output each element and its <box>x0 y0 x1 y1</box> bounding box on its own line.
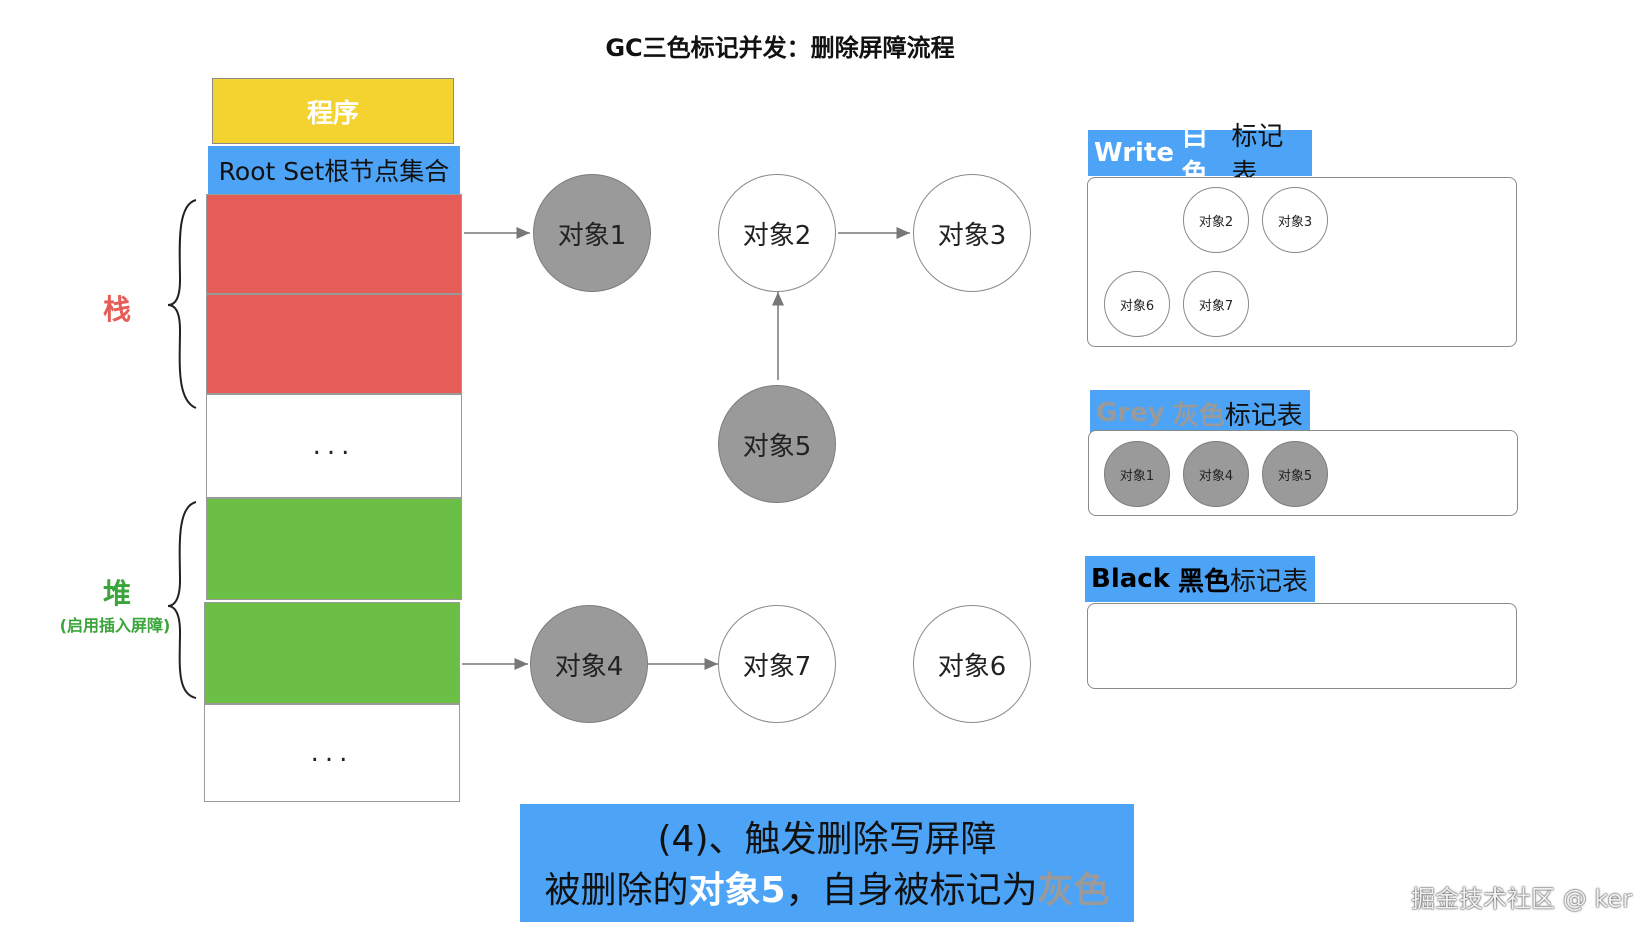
node-obj4: 对象4 <box>530 605 648 723</box>
grey-item-obj5: 对象5 <box>1262 441 1328 507</box>
node-obj7: 对象7 <box>718 605 836 723</box>
program-box: 程序 <box>212 78 454 144</box>
black-table-title-en: Black <box>1091 564 1170 594</box>
caption-line1: (4)、触发删除写屏障 <box>657 819 997 860</box>
grey-item-obj4: 对象4 <box>1183 441 1249 507</box>
white-item-obj3: 对象3 <box>1262 187 1328 253</box>
rootset-box: Root Set根节点集合 <box>208 146 460 194</box>
stack-cell-1 <box>206 194 462 294</box>
node-obj2: 对象2 <box>718 174 836 292</box>
grey-table-title-en: Grey <box>1096 398 1165 428</box>
stack-cell-ellipsis: ... <box>206 394 462 498</box>
node-obj3: 对象3 <box>913 174 1031 292</box>
white-table-header: Write 白色 标记表 <box>1088 122 1312 189</box>
heap-label: 堆 <box>102 577 131 610</box>
heap-cell-1 <box>206 498 462 600</box>
node-obj5: 对象5 <box>718 385 836 503</box>
caption-mid: ，自身被标记为 <box>785 870 1038 911</box>
white-table-title-suffix: 标记表 <box>1231 122 1284 189</box>
white-table-title-en: Write <box>1094 138 1175 168</box>
black-table-title-suffix: 标记表 <box>1230 566 1309 597</box>
grey-table-header: Grey 灰色 标记表 <box>1090 390 1310 436</box>
stack-label: 栈 <box>102 293 131 326</box>
caption-color: 灰色 <box>1037 870 1110 911</box>
heap-cell-ellipsis: ... <box>204 704 460 802</box>
watermark: 掘金技术社区 @ ker <box>1411 885 1632 913</box>
caption-line2: 被删除的对象5，自身被标记为灰色 <box>520 864 1134 918</box>
grey-table-title-color: 灰色 <box>1172 400 1225 431</box>
step-caption: (4)、触发删除写屏障 被删除的对象5，自身被标记为灰色 <box>520 804 1134 922</box>
node-obj1: 对象1 <box>533 174 651 292</box>
white-item-obj7: 对象7 <box>1183 271 1249 337</box>
diagram-title: GC三色标记并发：删除屏障流程 <box>605 34 955 62</box>
caption-pre: 被删除的 <box>544 870 689 911</box>
black-table-header: Black 黑色 标记表 <box>1085 556 1315 602</box>
heap-brace <box>167 501 197 699</box>
grey-item-obj1: 对象1 <box>1104 441 1170 507</box>
heap-note: (启用插入屏障) <box>59 616 171 635</box>
node-obj6: 对象6 <box>913 605 1031 723</box>
white-item-obj6: 对象6 <box>1104 271 1170 337</box>
stack-brace <box>167 199 197 409</box>
caption-obj: 对象5 <box>688 870 786 911</box>
stack-cell-2 <box>206 294 462 394</box>
heap-cell-2 <box>204 602 460 704</box>
black-table-title-color: 黑色 <box>1177 566 1230 597</box>
grey-table-title-suffix: 标记表 <box>1224 400 1303 431</box>
white-item-obj2: 对象2 <box>1183 187 1249 253</box>
black-table-box <box>1087 603 1517 689</box>
